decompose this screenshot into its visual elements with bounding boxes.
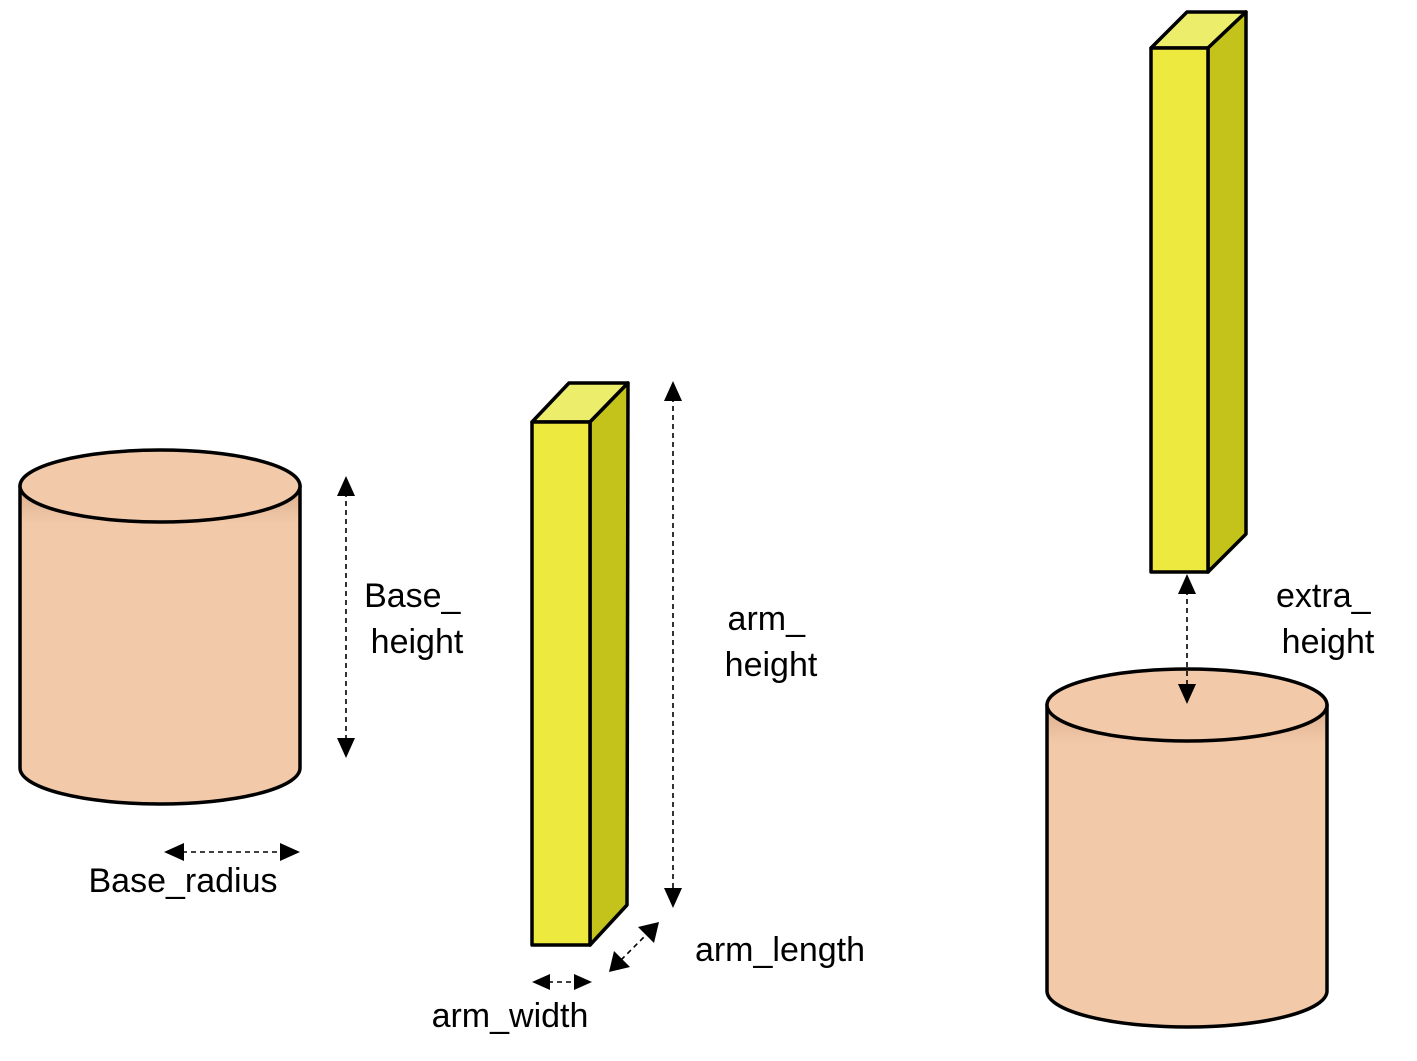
arm-length-arrow [609,922,659,972]
base-height-arrow [337,476,355,758]
base-radius-arrow [164,843,300,861]
base-cylinder [18,448,302,806]
raised-arm-bar [1149,10,1248,574]
arm-height-label: arm_ height [725,600,818,684]
extra-height-label-line2: height [1282,623,1375,661]
base-height-label-line1: Base_ [364,577,461,615]
base-height-label: Base_ height [364,577,470,661]
arm-height-label-line1: arm_ [728,600,807,638]
base-radius-label: Base_radius [88,862,277,900]
right-base-cylinder [1045,667,1329,1029]
base-height-label-line2: height [371,623,464,661]
arm-height-label-line2: height [725,646,818,684]
arm-width-arrow [532,974,592,990]
arm-height-arrow [664,381,682,908]
extra-height-label-line1: extra_ [1276,577,1372,615]
extra-height-label: extra_ height [1276,577,1380,661]
arm-width-label: arm_width [432,997,589,1035]
arm-bar [530,381,630,947]
extra-height-arrow [1178,574,1196,704]
arm-length-label: arm_length [695,931,865,969]
